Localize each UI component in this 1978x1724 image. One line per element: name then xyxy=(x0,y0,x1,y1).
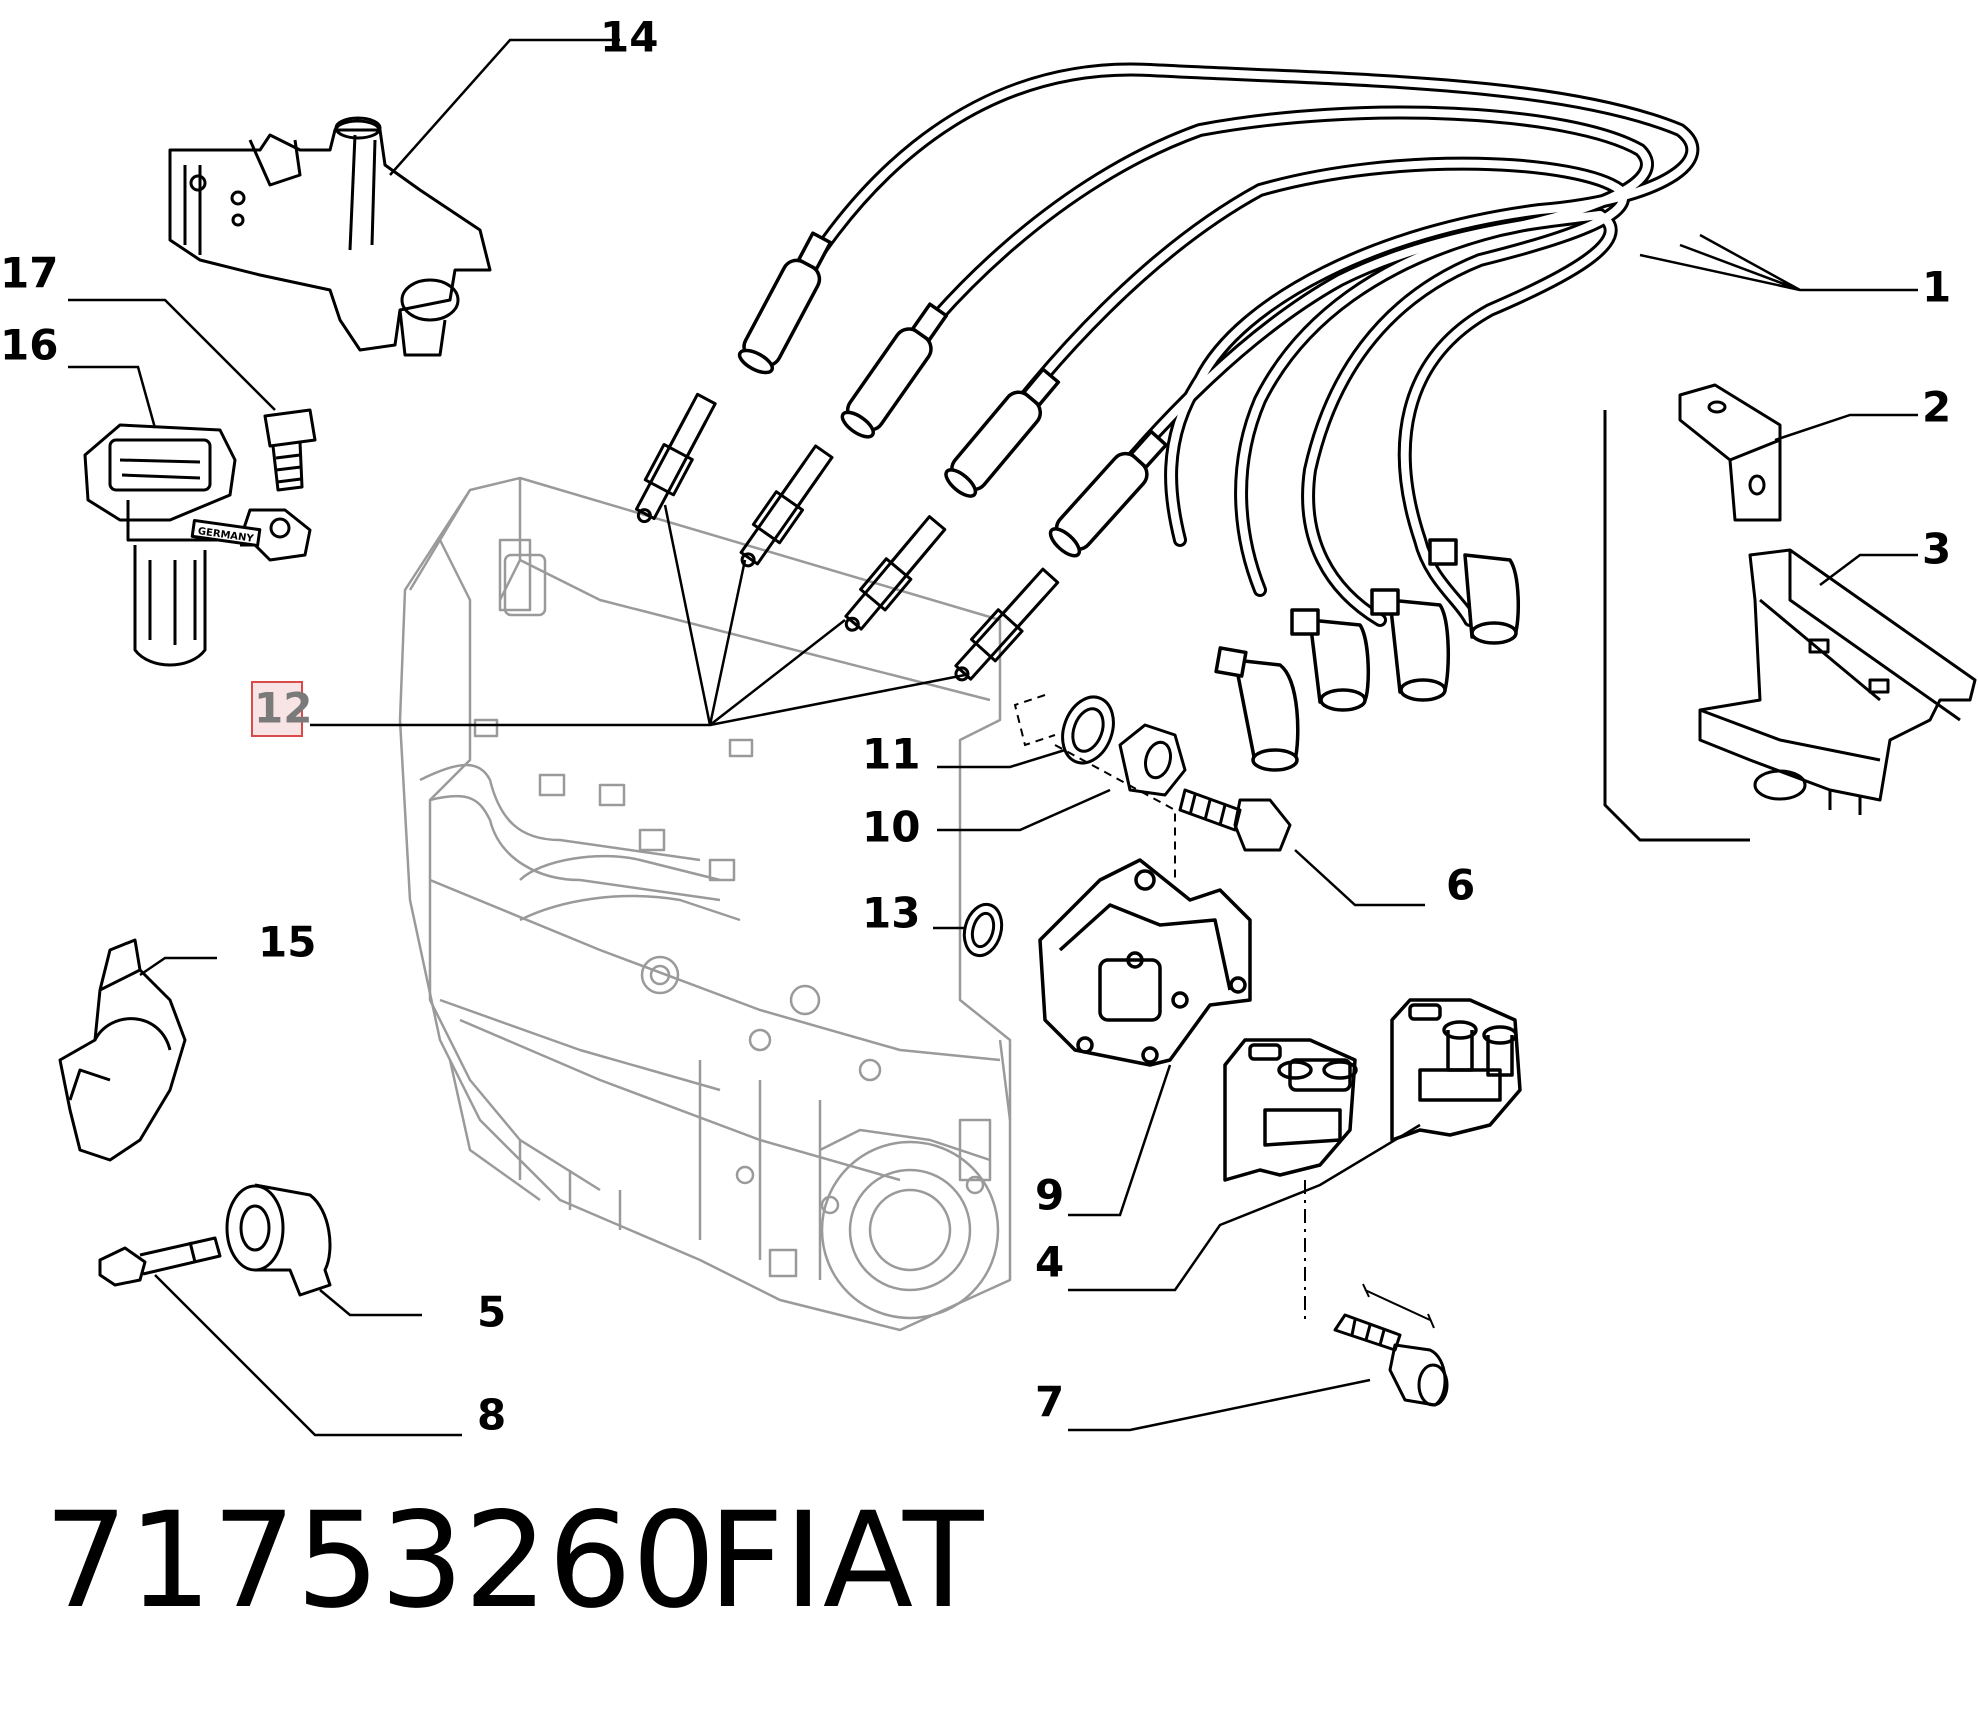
part-4-ignition-coils xyxy=(1223,998,1522,1182)
callout-labels: 1 2 3 4 5 6 7 8 9 10 11 12 13 14 15 16 1… xyxy=(0,13,1951,1440)
dash-line-11 xyxy=(1013,694,1056,747)
part-2-3-group-bracket xyxy=(1603,410,1750,842)
callout-14: 14 xyxy=(600,13,658,62)
callout-12: 12 xyxy=(254,684,312,733)
part-17-screw xyxy=(263,408,317,492)
part-5-knock-sensor xyxy=(225,1183,332,1297)
part-9-mounting-plate xyxy=(1038,858,1252,1067)
part-1-ignition-leads-inner xyxy=(771,65,1697,624)
callout-15: 15 xyxy=(258,918,316,967)
brand-name: FIAT xyxy=(708,1484,984,1638)
part-8-bolt xyxy=(98,1236,222,1287)
callout-16: 16 xyxy=(0,321,58,370)
part-12-spark-plugs xyxy=(634,392,1060,682)
callout-8: 8 xyxy=(477,1391,506,1440)
callout-6: 6 xyxy=(1446,861,1475,910)
part-14-coil-bracket xyxy=(168,116,492,357)
callout-7: 7 xyxy=(1035,1378,1064,1427)
callout-9: 9 xyxy=(1035,1171,1064,1220)
part-16-camshaft-sensor xyxy=(83,423,312,667)
callout-2: 2 xyxy=(1922,383,1951,432)
callout-3: 3 xyxy=(1922,525,1951,574)
part-6-bolt xyxy=(1178,788,1292,852)
callout-10: 10 xyxy=(862,803,920,852)
part-2-bracket xyxy=(1678,383,1782,522)
part-number: 71753260 xyxy=(44,1484,716,1638)
part-7-screw xyxy=(1333,1283,1449,1407)
part-1-coil-boots xyxy=(1214,538,1521,772)
callout-12-highlight xyxy=(251,681,303,737)
part-13-o-ring xyxy=(962,902,1004,958)
part-15-clip xyxy=(58,938,187,1162)
callout-4: 4 xyxy=(1035,1238,1064,1287)
leader-lines xyxy=(68,38,1918,1437)
part-1-plug-boots xyxy=(737,231,1168,558)
callout-13: 13 xyxy=(862,889,920,938)
callout-11: 11 xyxy=(862,730,920,779)
callout-17: 17 xyxy=(0,249,58,298)
callout-5: 5 xyxy=(477,1288,506,1337)
part-11-washer xyxy=(1061,695,1115,765)
dash-line-10-9 xyxy=(1054,744,1176,880)
callout-1: 1 xyxy=(1922,263,1951,312)
part-3-coil-bracket xyxy=(1698,548,1977,815)
part-10-nut xyxy=(1118,723,1187,797)
engine-block-drawing xyxy=(398,476,1012,1332)
